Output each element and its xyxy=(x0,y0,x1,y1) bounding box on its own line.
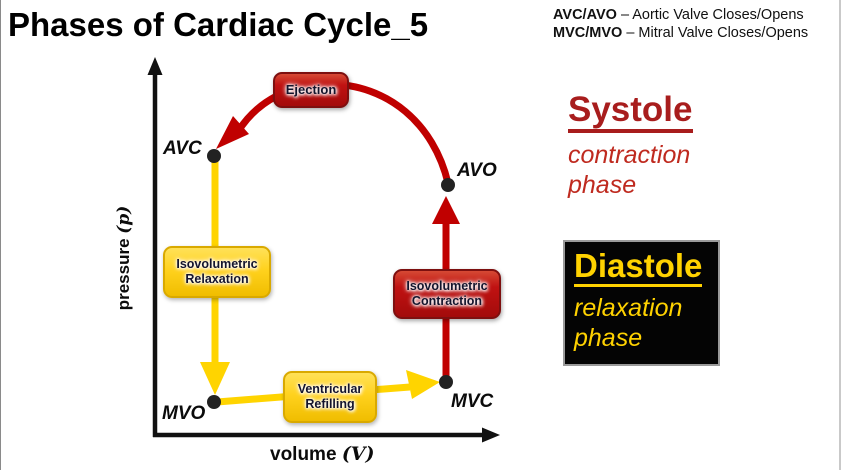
phase-isovolumetric-relaxation-box: Isovolumetric Relaxation xyxy=(163,246,271,298)
diastole-heading: Diastole xyxy=(574,249,703,287)
phase-ventricular-refilling-box: Ventricular Refilling xyxy=(283,371,377,423)
y-axis-title: pressure (p) xyxy=(114,168,134,348)
valve-abbreviation-legend: AVC/AVO – Aortic Valve Closes/Opens MVC/… xyxy=(553,6,808,42)
legend-desc-aortic: – Aortic Valve Closes/Opens xyxy=(620,7,804,23)
ejection-arrowhead-icon xyxy=(216,116,249,149)
phase-isovolumetric-contraction-box: Isovolumetric Contraction xyxy=(393,269,501,319)
point-label-avo: AVO xyxy=(457,160,497,181)
legend-term-mitral: MVC/MVO xyxy=(553,25,623,41)
legend-term-aortic: AVC/AVO xyxy=(553,7,617,23)
point-label-avc: AVC xyxy=(163,138,202,159)
phase-iso-relaxation-line1: Isovolumetric xyxy=(176,257,258,271)
phase-iso-contraction-line1: Isovolumetric xyxy=(406,279,488,293)
systole-subline1: contraction xyxy=(568,141,691,169)
x-axis-symbol: (V) xyxy=(341,443,375,465)
point-mvo-dot xyxy=(207,395,221,409)
contraction-arrowhead-icon xyxy=(432,196,460,224)
y-axis-symbol: (p) xyxy=(114,205,134,234)
relaxation-arrowhead-icon xyxy=(200,362,230,395)
x-axis-title: volume (V) xyxy=(270,443,375,466)
point-label-mvc: MVC xyxy=(451,391,494,412)
phase-iso-contraction-line2: Contraction xyxy=(411,294,483,308)
systole-section: Systole contraction phase xyxy=(568,92,693,200)
page-title: Phases of Cardiac Cycle_5 xyxy=(8,6,429,43)
legend-desc-mitral: – Mitral Valve Closes/Opens xyxy=(626,25,809,41)
diastole-subline2: phase xyxy=(574,324,643,352)
point-mvc-dot xyxy=(439,375,453,389)
slide-right-edge xyxy=(839,0,841,470)
y-axis-arrowhead-icon xyxy=(147,57,163,75)
y-axis-title-text: pressure xyxy=(114,238,133,311)
point-avo-dot xyxy=(441,178,455,192)
x-axis-title-text: volume xyxy=(270,444,337,465)
x-axis-arrowhead-icon xyxy=(482,427,500,443)
phase-iso-relaxation-line2: Relaxation xyxy=(185,272,249,286)
systole-subline2: phase xyxy=(568,171,637,199)
legend-line-mitral: MVC/MVO – Mitral Valve Closes/Opens xyxy=(553,24,808,42)
systole-heading: Systole xyxy=(568,92,693,133)
slide-left-edge xyxy=(0,0,1,470)
refilling-arrowhead-icon xyxy=(406,370,440,399)
phase-ejection-box: Ejection xyxy=(273,72,349,108)
point-label-mvo: MVO xyxy=(162,403,206,424)
legend-line-aortic: AVC/AVO – Aortic Valve Closes/Opens xyxy=(553,6,808,24)
phase-ejection-label: Ejection xyxy=(285,82,337,98)
point-avc-dot xyxy=(207,149,221,163)
diastole-section: Diastole relaxation phase xyxy=(563,240,720,366)
phase-refilling-line2: Refilling xyxy=(305,397,355,411)
phase-refilling-line1: Ventricular xyxy=(297,382,363,396)
diastole-subline1: relaxation xyxy=(574,294,683,322)
